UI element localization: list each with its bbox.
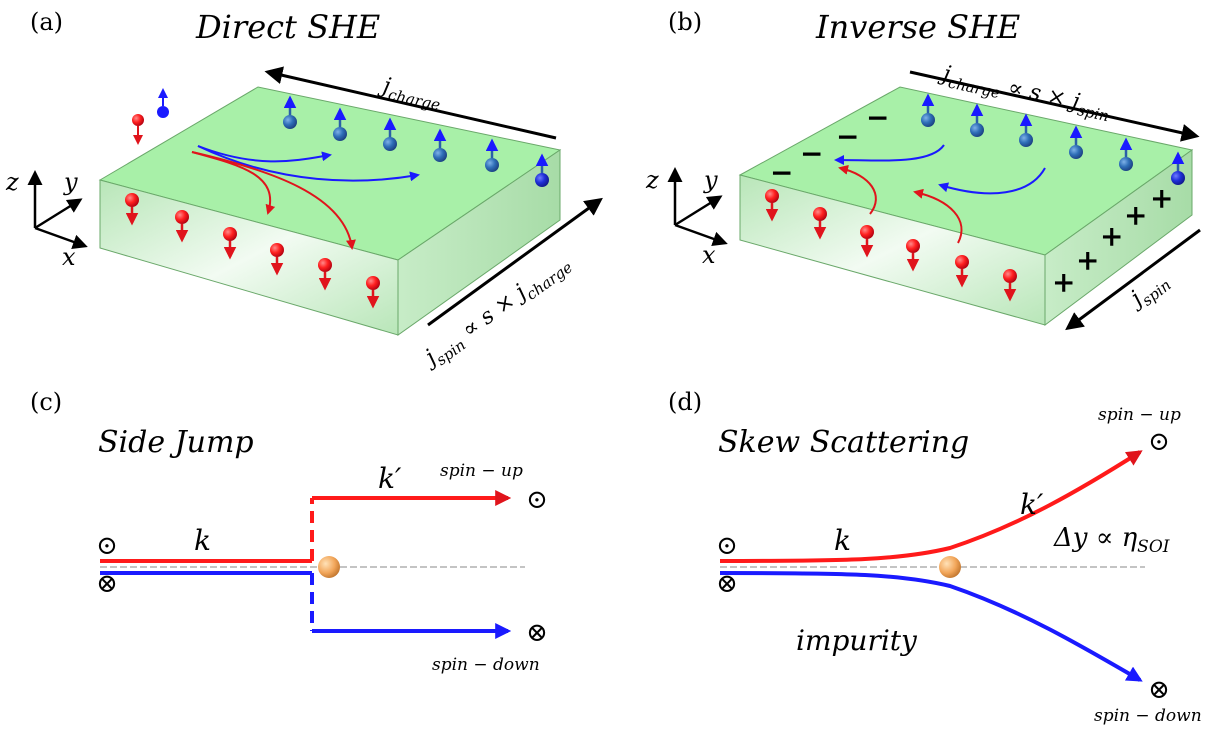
impurity-ball-c [318,556,340,578]
panel-b: (b) Inverse SHE jcharge ∝ s × jspin jspi… [645,8,1201,331]
spin-up-ball [921,93,935,127]
axes-a: z y x [5,168,88,271]
cross-symbol-out-c: ⊗ [526,618,548,648]
svg-text:x: x [702,241,716,269]
trajectories-a [191,145,420,250]
svg-text:y: y [703,166,718,194]
svg-text:−: − [866,101,889,134]
dot-symbol-out-c: ⊙ [526,485,548,515]
spin-up-ball [970,103,984,137]
spin-current-arrow-b [1065,228,1201,331]
panel-b-title: Inverse SHE [815,8,1020,46]
scattered-up-arrow-d [719,450,1143,563]
spin-up-ball [333,107,347,141]
legend-spin-down-a [132,114,144,145]
panel-a: (a) Direct SHE jcharge jspin ∝ s × jchar… [5,8,603,373]
panel-a-label: (a) [30,8,63,36]
spin-up-ball [535,153,549,187]
plus-charges-b: + + + + + [1052,182,1173,299]
panel-c-title: Side Jump [98,425,254,460]
dot-symbol-out-d: ⊙ [1148,427,1170,457]
svg-text:−: − [836,120,859,153]
spin-down-ball [175,210,189,243]
axis-x-label-a: x [62,243,76,271]
spin-down-ball [223,227,237,260]
k-out-label-c: k′ [378,462,402,495]
axes-b: z y x [645,166,728,269]
spin-down-ball [906,239,920,272]
axis-z-label-a: z [5,168,19,196]
svg-text:+: + [1100,220,1123,253]
spin-up-ball [1019,113,1033,147]
dot-symbol-in-d: ⊙ [716,531,738,561]
delta-label-d: Δy ∝ ηSOI [1053,523,1170,557]
slab-a-end [397,149,561,336]
svg-text:−: − [770,156,793,189]
spin-down-ball [318,258,332,291]
svg-text:+: + [1052,266,1075,299]
spin-up-ball [1171,151,1185,185]
slab-b-end [1044,149,1193,326]
impurity-label-d: impurity [796,624,918,657]
spin-down-row-a [125,193,380,309]
axis-y-label-a: y [63,168,78,196]
spin-up-ball [283,95,297,129]
impurity-ball-d [939,556,961,578]
trajectories-b [834,144,1046,244]
k-in-label-d: k [834,524,851,557]
spin-up-ball [1069,125,1083,159]
spin-down-ball [860,225,874,258]
panel-b-label: (b) [668,8,702,36]
spin-down-ball [955,255,969,288]
spin-up-ball [433,128,447,162]
k-in-label-c: k [194,524,211,557]
panel-d: (d) Skew Scattering k k′ spin − up spin … [668,388,1202,726]
dot-symbol-in-c: ⊙ [96,531,118,561]
svg-text:+: + [1124,199,1147,232]
spin-up-ball [383,117,397,151]
spin-up-ball [1119,137,1133,171]
spin-down-ball [813,207,827,240]
spin-down-ball [1003,269,1017,302]
cross-symbol-out-d: ⊗ [1148,675,1170,705]
spin-down-ball [270,243,284,276]
spin-up-ball [485,138,499,172]
panel-d-label: (d) [668,388,702,416]
spin-down-row-b [765,189,1017,302]
spin-up-label-c: spin − up [440,461,523,481]
svg-text:z: z [645,166,659,194]
svg-text:+: + [1076,244,1099,277]
cross-symbol-in-c: ⊗ [96,569,118,599]
spin-down-label-d: spin − down [1094,706,1202,726]
spin-up-row-b [921,93,1185,185]
spin-up-row-a [283,95,549,187]
k-out-label-d: k′ [1020,488,1044,521]
svg-text:−: − [800,137,823,170]
cross-symbol-in-d: ⊗ [716,569,738,599]
spin-down-ball [125,193,139,226]
charge-current-label-a: jcharge [375,72,444,114]
spin-down-label-c: spin − down [432,655,540,675]
spin-down-ball [366,276,380,309]
panel-c: (c) Side Jump k k′ spin − up spin − down… [30,388,548,675]
svg-text:+: + [1150,182,1173,215]
charge-current-arrow-a [264,66,557,140]
panel-c-label: (c) [30,388,62,416]
charge-current-arrow-b [909,70,1200,142]
scattered-down-arrow-d [719,571,1143,682]
spin-down-ball [765,189,779,222]
spin-current-label-b: jspin [1122,267,1174,317]
panel-d-title: Skew Scattering [718,425,969,460]
minus-charges-b: − − − − [770,101,889,189]
spin-current-arrow-a [427,197,603,327]
panel-a-title: Direct SHE [195,8,380,46]
spin-up-label-d: spin − up [1098,405,1181,425]
legend-spin-up-a [157,88,169,118]
